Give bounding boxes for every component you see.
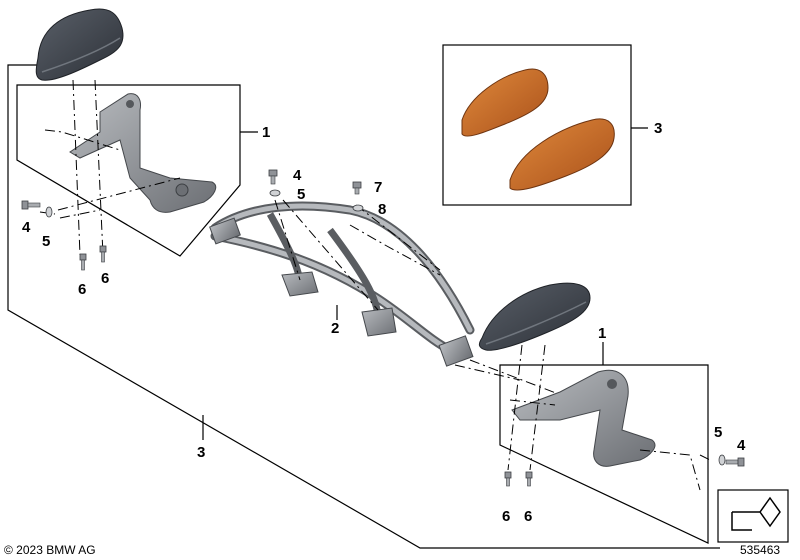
callout-washer-center: 5 (297, 186, 305, 203)
callout-screw-right-b: 6 (524, 508, 532, 525)
right-screw-6b (525, 471, 533, 487)
left-arm-bracket (69, 93, 217, 213)
callout-right-assembly: 1 (598, 325, 606, 342)
callout-left-assembly: 1 (262, 124, 270, 141)
callout-screw-right-a: 6 (502, 508, 510, 525)
top-screw-7 (352, 181, 362, 195)
left-arm-pad-edge (41, 37, 121, 73)
center-frame (209, 201, 475, 367)
right-arm-pad-edge (485, 301, 587, 345)
arrow-icon (731, 496, 781, 531)
callout-bolt-right: 4 (737, 437, 746, 454)
right-washer-5 (718, 454, 726, 466)
left-arm-pad (35, 8, 124, 81)
callout-washer-right: 5 (714, 424, 722, 441)
top-nut-8 (352, 204, 364, 212)
left-bracket-boss (175, 183, 189, 197)
right-align-lines (507, 344, 711, 491)
callout-bolt-center: 4 (293, 167, 302, 184)
right-bracket-hole (607, 379, 617, 389)
right-assembly-box (499, 364, 709, 544)
left-screw-6a (79, 253, 87, 271)
pad-kit-box (442, 44, 632, 206)
copyright-text: © 2023 BMW AG (4, 543, 96, 557)
callout-screw-left-a: 6 (78, 281, 86, 298)
callout-bolt-left: 4 (22, 219, 31, 236)
right-arm-pad (478, 282, 591, 351)
orange-pad-lower (509, 118, 615, 191)
callout-nut-top: 8 (378, 201, 386, 218)
right-bolt-4 (725, 457, 745, 467)
center-washer-5 (269, 189, 281, 197)
callout-pads-kit: 3 (654, 120, 662, 137)
right-arm-bracket (511, 369, 656, 467)
arrow-icon-box (717, 489, 789, 543)
left-bracket-hole (126, 100, 134, 108)
callout-washer-left: 5 (42, 233, 50, 250)
left-bolt-4 (21, 200, 41, 210)
left-screw-6b (99, 245, 107, 263)
callout-bottom-bracket: 3 (197, 444, 205, 461)
bracket-line-3 (7, 64, 720, 549)
diagram-number: 535463 (740, 543, 780, 557)
left-assembly-box (16, 84, 241, 257)
right-screw-6a (504, 471, 512, 487)
callout-screw-top: 7 (374, 179, 382, 196)
left-washer-5 (45, 206, 53, 218)
callout-frame: 2 (331, 320, 339, 337)
center-bolt-4 (268, 169, 278, 185)
center-align-lines (274, 199, 601, 411)
orange-pad-upper (461, 68, 549, 137)
callout-screw-left-b: 6 (101, 270, 109, 287)
